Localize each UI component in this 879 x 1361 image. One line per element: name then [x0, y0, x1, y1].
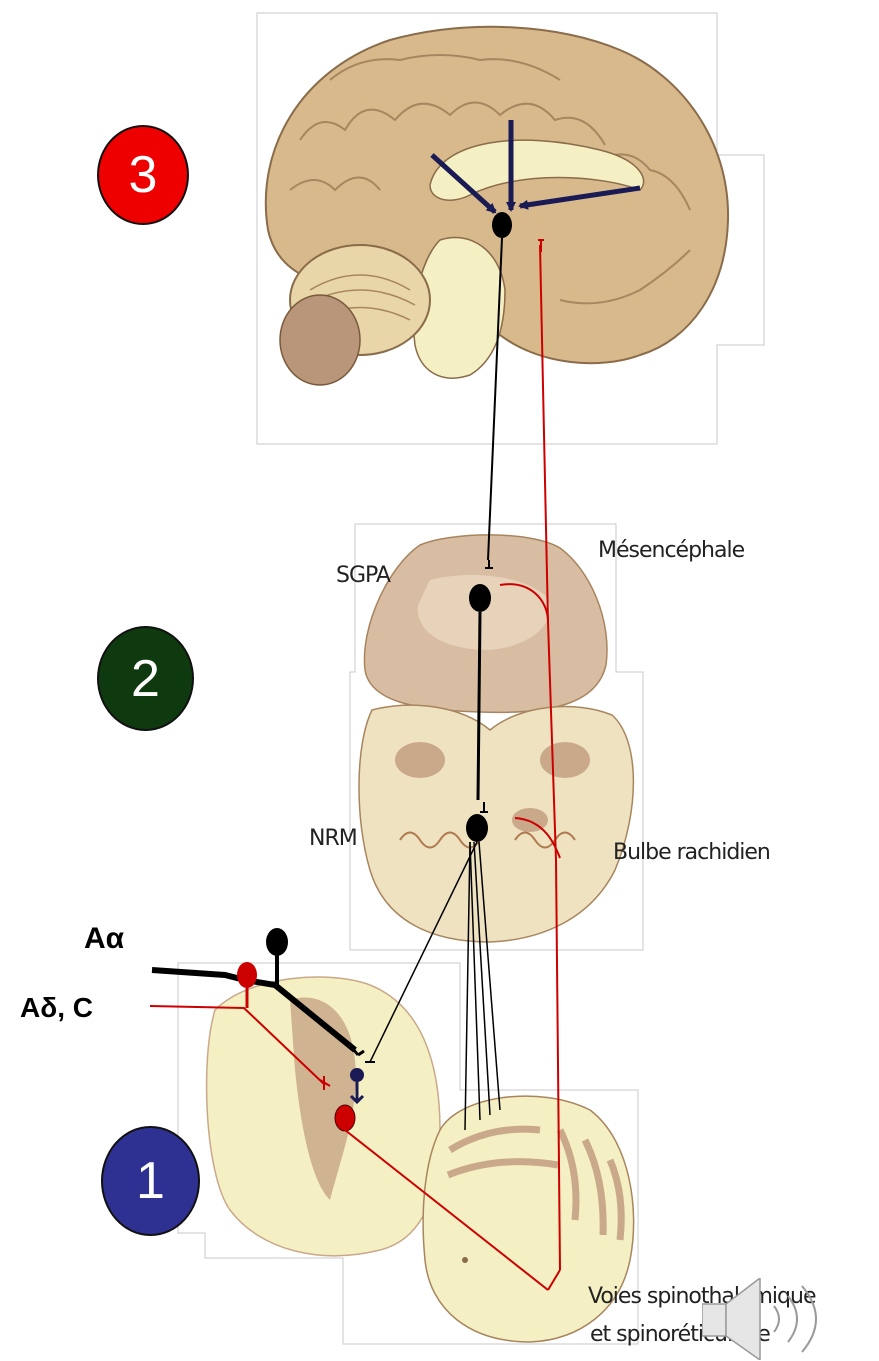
thalamic-neuron: [492, 212, 512, 238]
level-1-badge: 1: [101, 1126, 200, 1236]
label-sgpa: SGPA: [336, 563, 390, 588]
sgpa-neuron: [469, 584, 491, 612]
label-nrm: NRM: [309, 826, 357, 851]
level-2-badge: 2: [97, 626, 194, 731]
label-bulbe-rachidien: Bulbe rachidien: [613, 840, 770, 865]
nrm-neuron: [466, 814, 488, 842]
speaker-icon[interactable]: [702, 1278, 852, 1360]
interneuron-navy: [350, 1068, 364, 1082]
label-a-alpha: Aα: [84, 922, 124, 956]
label-a-delta-c: Aδ, C: [20, 992, 93, 1024]
level-3-badge: 3: [97, 125, 189, 225]
brainstem-panel: [350, 524, 643, 950]
spinal-cord-panel: [178, 963, 638, 1344]
label-mesencephale: Mésencéphale: [598, 538, 744, 563]
brain-panel: [257, 13, 764, 444]
projection-neuron-red: [335, 1105, 355, 1131]
